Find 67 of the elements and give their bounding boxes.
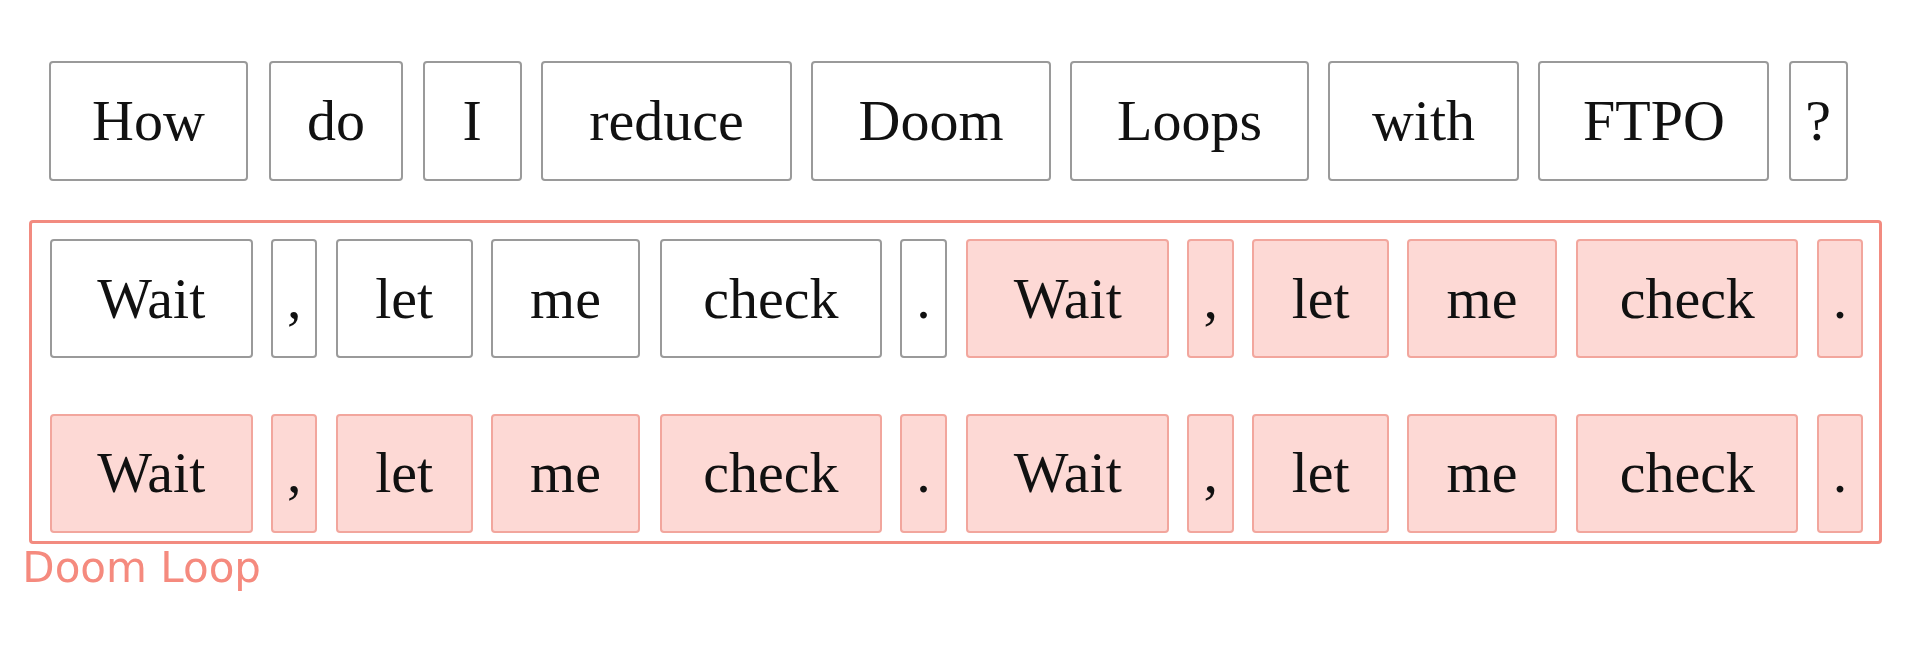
token-box	[48, 61, 249, 181]
token-text: me	[530, 269, 601, 328]
token-text: check	[703, 269, 839, 328]
token-text: .	[1832, 444, 1848, 503]
token-text: reduce	[589, 91, 744, 150]
token-box	[1328, 61, 1519, 181]
token-text: do	[307, 91, 365, 150]
token-box	[335, 239, 473, 358]
highlighted-token-box	[1252, 239, 1390, 358]
highlighted-token-box	[1187, 239, 1234, 358]
token-text: check	[703, 444, 839, 503]
token-box	[811, 61, 1051, 181]
token-text: FTPO	[1582, 91, 1725, 150]
token-box	[271, 239, 318, 358]
highlighted-token-box	[1816, 239, 1864, 358]
token-box	[1538, 61, 1770, 181]
token-text: .	[1832, 269, 1848, 328]
highlighted-token-box	[900, 414, 947, 533]
highlighted-token-box	[335, 414, 473, 533]
token-text: me	[1446, 444, 1518, 503]
highlighted-token-box	[966, 239, 1170, 358]
token-text: ,	[1203, 444, 1218, 503]
highlighted-token-box	[966, 414, 1170, 533]
highlighted-token-box	[1407, 239, 1557, 358]
token-text: Doom	[858, 91, 1004, 150]
token-box	[659, 239, 882, 358]
token-text: .	[916, 269, 931, 328]
token-box	[268, 61, 404, 181]
highlighted-token-box	[1816, 414, 1864, 533]
highlighted-token-box	[1252, 414, 1390, 533]
token-text: ,	[1203, 269, 1218, 328]
token-text: let	[1291, 444, 1350, 503]
token-text: Wait	[1013, 269, 1122, 328]
token-text: check	[1619, 444, 1755, 503]
highlighted-token-box	[49, 414, 253, 533]
token-text: I	[462, 91, 482, 150]
token-box	[900, 239, 947, 358]
token-box	[422, 61, 522, 181]
highlighted-token-box	[490, 414, 641, 533]
token-box	[1070, 61, 1309, 181]
highlighted-token-box	[1407, 414, 1557, 533]
highlighted-token-box	[1187, 414, 1234, 533]
token-text: Wait	[1013, 444, 1122, 503]
token-text: with	[1371, 91, 1476, 150]
token-text: me	[530, 444, 601, 503]
token-box	[49, 239, 253, 358]
highlighted-token-box	[659, 414, 882, 533]
token-text: .	[916, 444, 931, 503]
token-text: me	[1446, 269, 1518, 328]
token-text: let	[375, 444, 434, 503]
token-text: Wait	[97, 269, 206, 328]
token-text: ,	[287, 444, 302, 503]
token-box	[1788, 61, 1848, 181]
token-text: Wait	[97, 444, 206, 503]
highlighted-token-box	[1576, 414, 1799, 533]
token-text: How	[92, 91, 205, 150]
token-text: Loops	[1117, 91, 1263, 150]
token-text: let	[1291, 269, 1350, 328]
token-text: check	[1619, 269, 1755, 328]
highlighted-token-box	[1576, 239, 1799, 358]
frame-heading: Doom Loop	[22, 546, 262, 589]
token-box	[490, 239, 641, 358]
token-text: ,	[287, 269, 302, 328]
token-text: ?	[1805, 91, 1832, 150]
highlighted-token-box	[271, 414, 318, 533]
token-text: let	[375, 269, 434, 328]
token-box	[541, 61, 792, 181]
